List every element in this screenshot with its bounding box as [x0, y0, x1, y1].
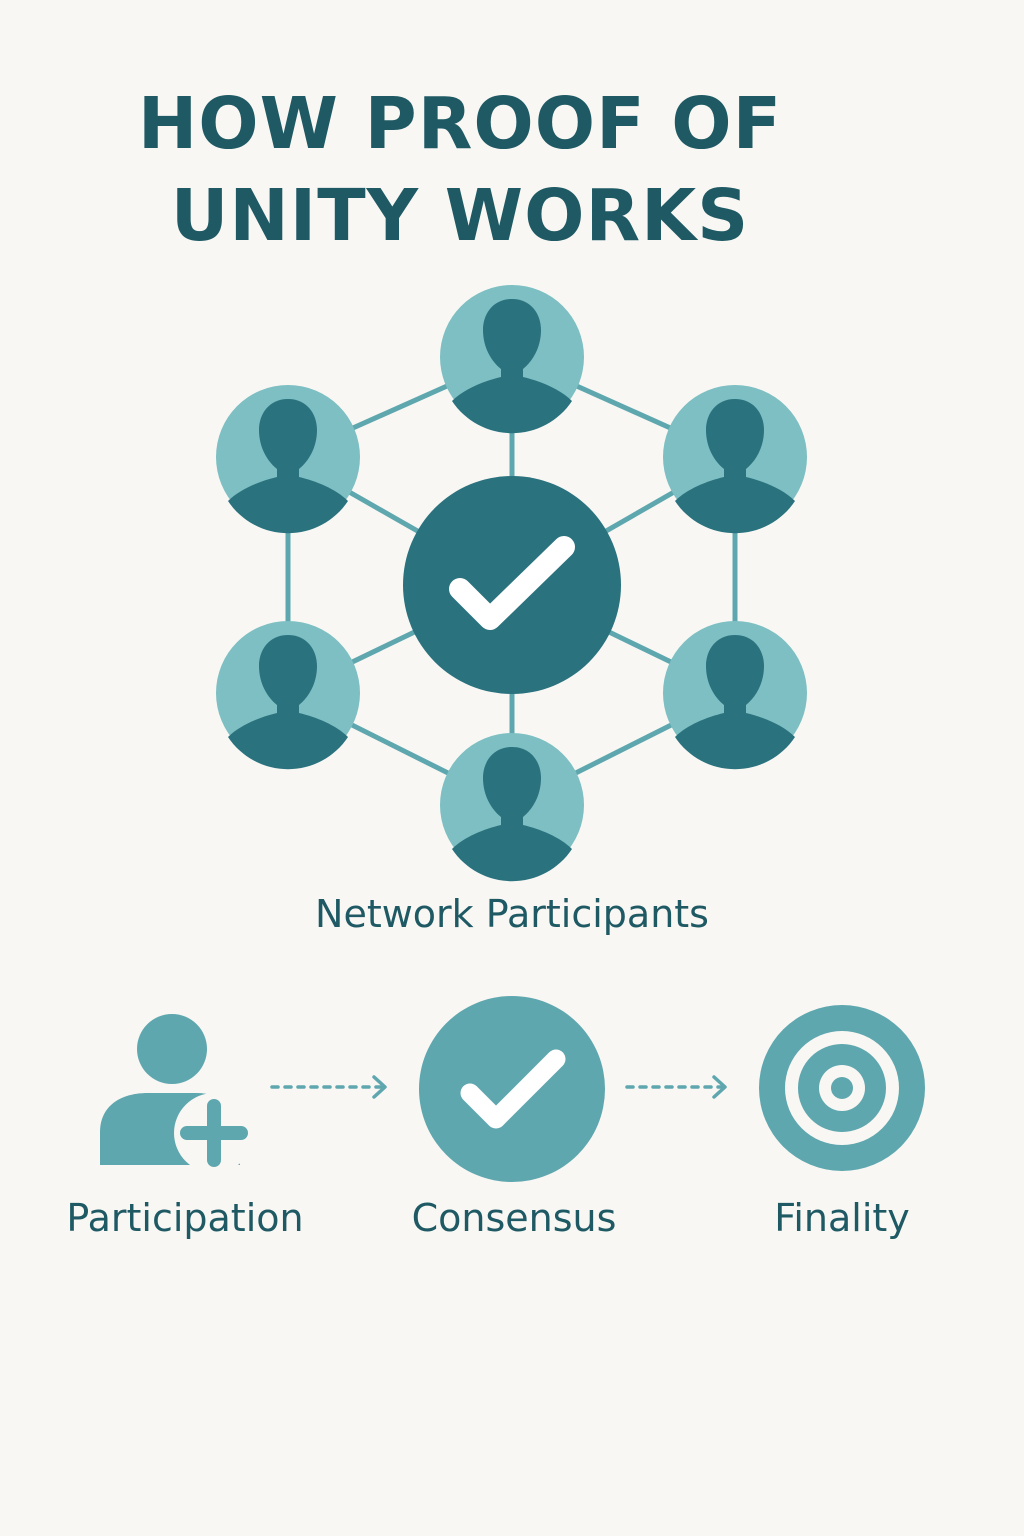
network-participants-label: Network Participants: [315, 892, 709, 936]
participant-node-top: [440, 285, 584, 434]
participant-node-top-right: [663, 385, 807, 534]
participant-node-bottom-left: [216, 621, 360, 770]
participant-node-top-left: [216, 385, 360, 534]
step-label-finality: Finality: [774, 1196, 910, 1240]
checkmark-icon: [449, 536, 575, 630]
title-line-2: UNITY WORKS: [170, 174, 750, 257]
checkmark-icon: [460, 1049, 566, 1129]
target-icon: [759, 1005, 925, 1171]
consensus-step-icon: [419, 996, 605, 1182]
step-label-participation: Participation: [66, 1196, 304, 1240]
arrow-2: [625, 1075, 727, 1099]
center-consensus-node: [403, 476, 621, 694]
participant-node-bottom: [440, 733, 584, 882]
arrow-1: [270, 1075, 387, 1099]
add-user-icon: [100, 1014, 254, 1173]
step-label-consensus: Consensus: [411, 1196, 617, 1240]
participant-node-bottom-right: [663, 621, 807, 770]
page-title: HOW PROOF OF UNITY WORKS: [0, 78, 920, 262]
title-line-1: HOW PROOF OF: [137, 82, 783, 165]
